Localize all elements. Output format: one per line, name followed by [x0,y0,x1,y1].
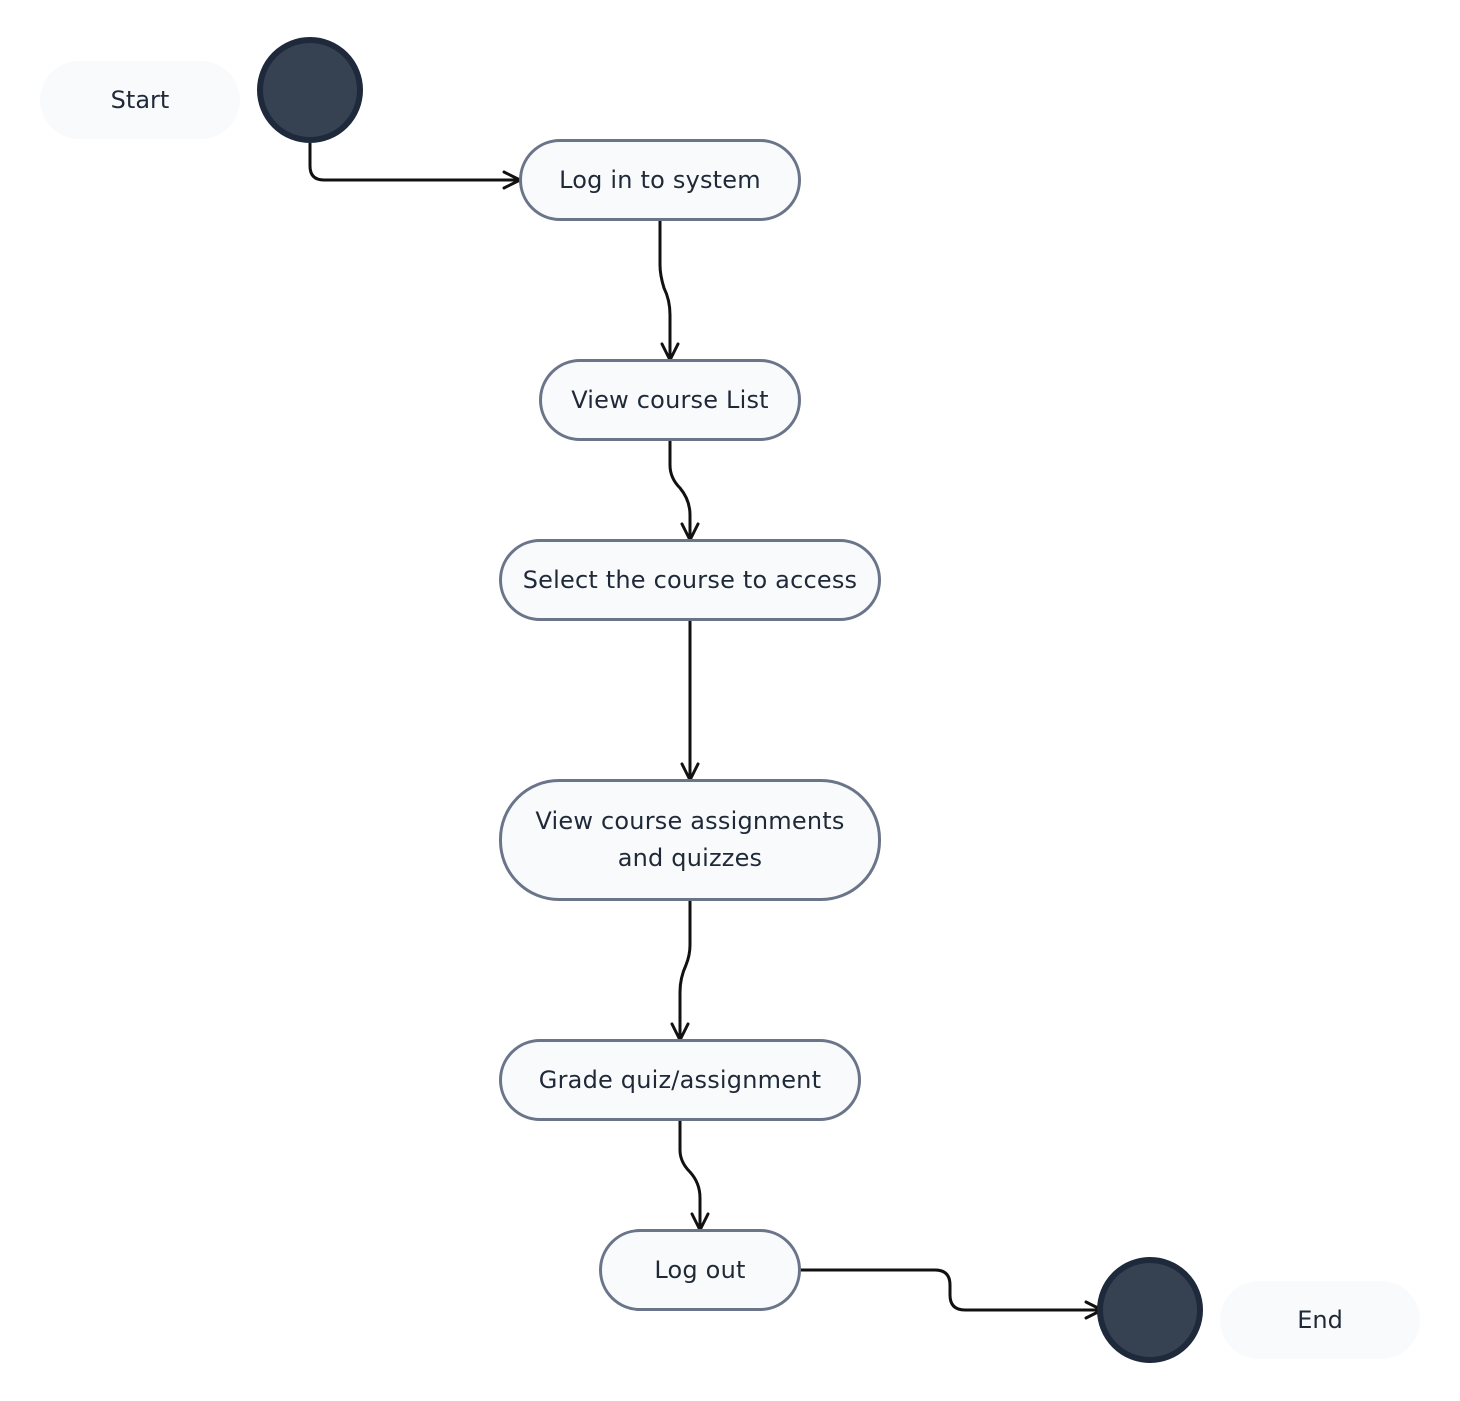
step-log-out: Log out [599,1229,801,1311]
step-view-assignments: View course assignments and quizzes [499,779,881,901]
step-select-course: Select the course to access [499,539,881,621]
final-node [1097,1257,1203,1363]
end-label: End [1220,1281,1420,1359]
edge-logout-to-end [800,1268,1104,1320]
edge-start-to-login [308,143,522,190]
edge-login-to-course-list [658,220,680,362]
step-view-course-list: View course List [539,359,801,441]
step-log-in: Log in to system [519,139,801,221]
edge-grade-to-logout [678,1120,710,1232]
initial-node [257,37,363,143]
edge-course-list-to-select [668,440,700,542]
edge-assignments-to-grade [670,900,692,1042]
step-grade: Grade quiz/assignment [499,1039,861,1121]
start-label: Start [40,61,240,139]
